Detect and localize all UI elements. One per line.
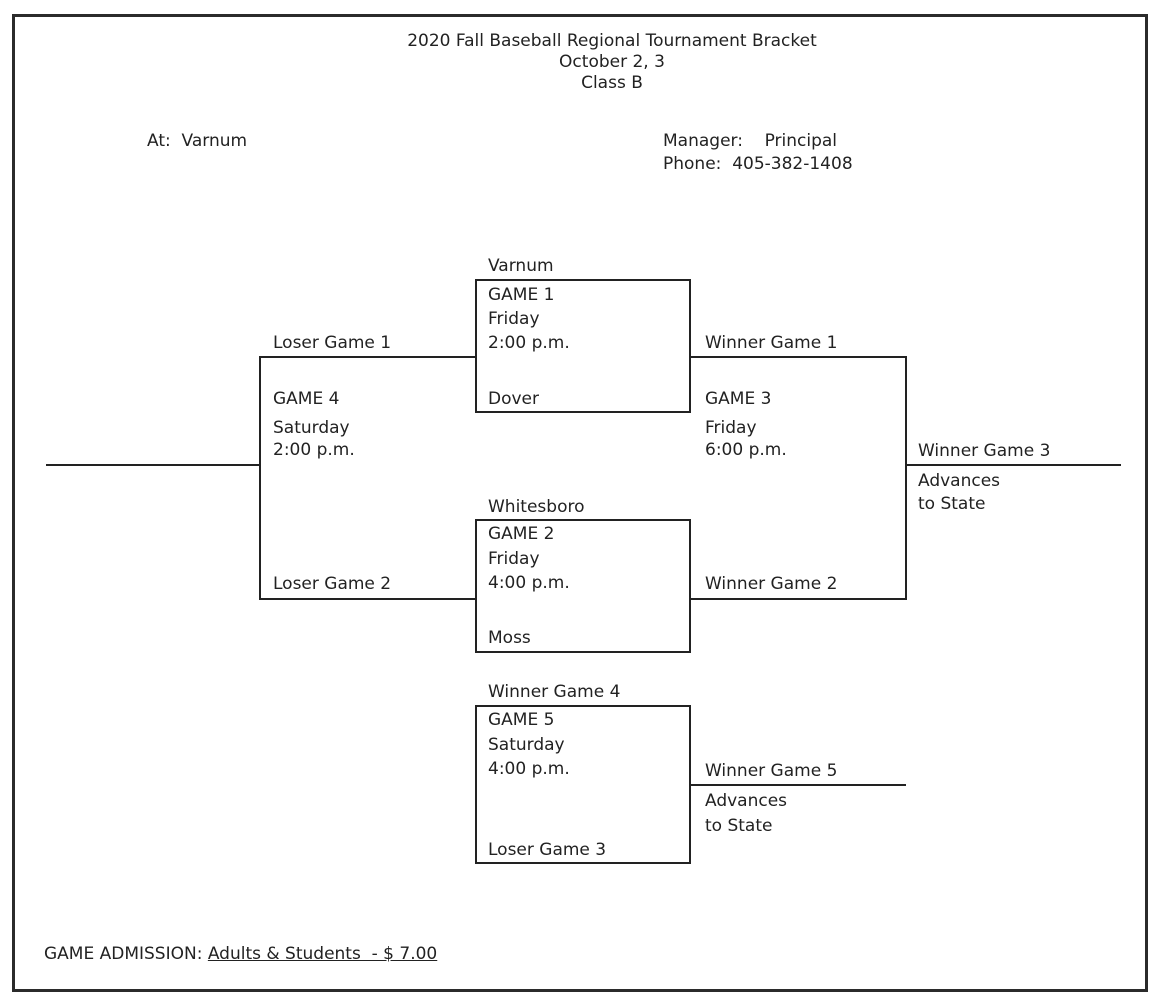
game2-bottom-team: Moss: [488, 628, 531, 648]
winner-game5-label: Winner Game 5: [705, 761, 838, 781]
page-border: [12, 14, 1148, 992]
game3-bracket-vertical: [905, 356, 907, 600]
winner-game1-label: Winner Game 1: [705, 333, 838, 353]
game3-time: 6:00 p.m.: [705, 440, 787, 460]
game5-top-team: Winner Game 4: [488, 682, 621, 702]
winner-game5-line: [690, 784, 906, 786]
loser-game2-line: [260, 598, 476, 600]
loser-game1-label: Loser Game 1: [273, 333, 392, 353]
manager-value: Principal: [764, 131, 838, 151]
phone-info: Phone: 405-382-1408: [663, 154, 853, 175]
game1-name: GAME 1: [488, 285, 555, 305]
game5-advances-line2: to State: [705, 816, 773, 836]
game3-day: Friday: [705, 418, 757, 438]
game1-bottom-team: Dover: [488, 389, 539, 409]
game1-box: [475, 279, 691, 413]
game3-name: GAME 3: [705, 389, 772, 409]
admission-label: GAME ADMISSION:: [44, 944, 203, 964]
game5-time: 4:00 p.m.: [488, 759, 570, 779]
game4-day: Saturday: [273, 418, 350, 438]
manager-label: Manager:: [663, 131, 743, 151]
game5-name: GAME 5: [488, 710, 555, 730]
document-header: 2020 Fall Baseball Regional Tournament B…: [0, 31, 1162, 94]
game4-bracket-vertical: [259, 356, 261, 600]
game1-time: 2:00 p.m.: [488, 333, 570, 353]
phone-value: 405-382-1408: [732, 154, 853, 174]
location-label: At:: [147, 131, 171, 151]
game1-day: Friday: [488, 309, 540, 329]
game2-day: Friday: [488, 549, 540, 569]
game3-advances-line2: to State: [918, 494, 986, 514]
document-title: 2020 Fall Baseball Regional Tournament B…: [407, 31, 817, 51]
admission-info: GAME ADMISSION: Adults & Students - $ 7.…: [44, 944, 437, 965]
tournament-class: Class B: [581, 73, 643, 93]
winner-game3-label: Winner Game 3: [918, 441, 1051, 461]
loser-game1-line: [260, 356, 476, 358]
game5-day: Saturday: [488, 735, 565, 755]
game4-time: 2:00 p.m.: [273, 440, 355, 460]
tournament-dates: October 2, 3: [559, 52, 665, 72]
game2-box: [475, 519, 691, 653]
game3-winner-line: [906, 464, 1121, 466]
manager-info: Manager: Principal: [663, 131, 837, 152]
game2-name: GAME 2: [488, 524, 555, 544]
game4-winner-line: [46, 464, 260, 466]
game5-bottom-team: Loser Game 3: [488, 840, 607, 860]
location-value: Varnum: [181, 131, 248, 151]
location-info: At: Varnum: [147, 131, 247, 152]
game2-time: 4:00 p.m.: [488, 573, 570, 593]
game2-top-team: Whitesboro: [488, 497, 585, 517]
loser-game2-label: Loser Game 2: [273, 574, 392, 594]
winner-game1-line: [690, 356, 907, 358]
game3-advances-line1: Advances: [918, 471, 1001, 491]
admission-value: Adults & Students - $ 7.00: [207, 944, 438, 964]
phone-label: Phone:: [663, 154, 722, 174]
winner-game2-line: [690, 598, 907, 600]
game4-name: GAME 4: [273, 389, 340, 409]
game5-advances-line1: Advances: [705, 791, 788, 811]
game1-top-team: Varnum: [488, 256, 554, 276]
winner-game2-label: Winner Game 2: [705, 574, 838, 594]
